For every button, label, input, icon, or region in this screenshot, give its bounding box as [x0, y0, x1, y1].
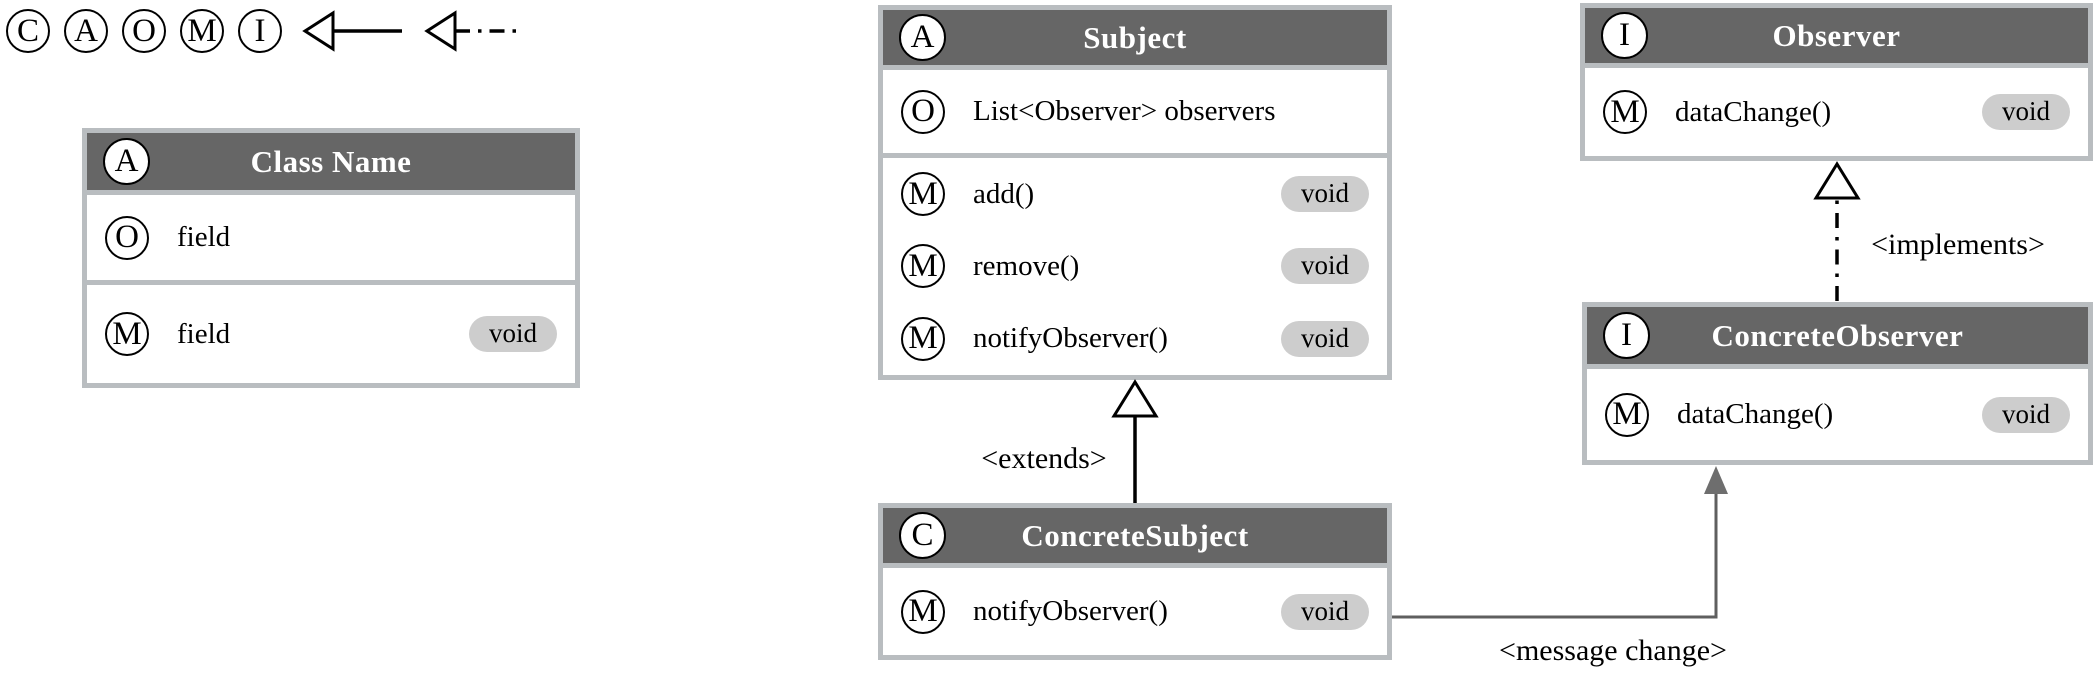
methods-section: M dataChange() void — [1587, 369, 2088, 460]
class-title: ConcreteObserver — [1711, 317, 1964, 353]
extends-label: <extends> — [981, 442, 1107, 475]
methods-section: M field void — [87, 285, 575, 383]
method-name: notifyObserver() — [973, 322, 1168, 355]
method-row: M dataChange() void — [1587, 369, 2088, 460]
return-type-badge: void — [1981, 396, 2070, 433]
fields-section: O List<Observer> observers — [883, 70, 1387, 153]
fields-section: O field — [87, 195, 575, 280]
method-marker-icon: M — [901, 172, 945, 217]
class-marker-icon: C — [899, 512, 946, 559]
abstract-marker-icon: A — [64, 9, 108, 53]
method-row: M dataChange() void — [1585, 68, 2088, 156]
method-row: M field void — [87, 285, 575, 383]
implements-arrow-icon — [424, 10, 521, 52]
method-marker-icon: M — [105, 312, 149, 356]
message-change-label: <message change> — [1499, 634, 1727, 667]
implements-label: <implements> — [1871, 228, 2045, 261]
return-type-badge: void — [1280, 176, 1369, 213]
method-marker-icon: M — [1605, 392, 1649, 437]
object-field-marker-icon: O — [122, 9, 166, 53]
return-type-badge: void — [1981, 94, 2070, 130]
legend: C A O M I — [6, 8, 524, 54]
method-row: M add() void — [883, 158, 1387, 230]
object-field-marker-icon: O — [901, 89, 945, 134]
class-marker-icon: C — [6, 9, 50, 53]
method-row: M remove() void — [883, 230, 1387, 302]
field-name: List<Observer> observers — [973, 95, 1276, 127]
class-header: Subject A — [883, 10, 1387, 65]
method-marker-icon: M — [1603, 90, 1647, 134]
method-marker-icon: M — [901, 244, 945, 289]
class-box-subject: Subject A O List<Observer> observers M a… — [878, 5, 1392, 380]
class-header: ConcreteSubject C — [883, 508, 1387, 563]
class-header: Observer I — [1585, 8, 2088, 63]
field-name: field — [177, 221, 231, 253]
method-name: notifyObserver() — [973, 595, 1168, 627]
methods-section: M notifyObserver() void — [883, 568, 1387, 655]
return-type-badge: void — [1280, 248, 1369, 285]
object-field-marker-icon: O — [105, 215, 149, 260]
method-row: M notifyObserver() void — [883, 568, 1387, 655]
method-marker-icon: M — [180, 9, 224, 53]
interface-marker-icon: I — [238, 9, 282, 53]
return-type-badge: void — [1280, 320, 1369, 357]
methods-section: M add() void M remove() void M notifyObs… — [883, 158, 1387, 375]
method-name: dataChange() — [1675, 95, 1832, 128]
class-title: Class Name — [250, 143, 412, 179]
class-box-template: Class Name A O field M field void — [82, 128, 580, 388]
method-name: field — [177, 317, 231, 350]
method-marker-icon: M — [901, 316, 945, 361]
return-type-badge: void — [1280, 593, 1369, 630]
interface-marker-icon: I — [1603, 312, 1650, 359]
methods-section: M dataChange() void — [1585, 68, 2088, 156]
extends-arrow-icon — [302, 10, 402, 52]
class-title: Subject — [1083, 19, 1187, 55]
class-header: ConcreteObserver I — [1587, 307, 2088, 364]
method-name: remove() — [973, 249, 1080, 282]
message-change-connector — [1392, 466, 1728, 619]
abstract-marker-icon: A — [899, 14, 946, 61]
class-title: ConcreteSubject — [1021, 517, 1249, 553]
class-header: Class Name A — [87, 133, 575, 190]
return-type-badge: void — [468, 316, 557, 352]
interface-marker-icon: I — [1601, 12, 1648, 59]
method-marker-icon: M — [901, 589, 945, 634]
class-box-observer: Observer I M dataChange() void — [1580, 3, 2093, 161]
class-box-concrete-observer: ConcreteObserver I M dataChange() void — [1582, 302, 2093, 465]
method-row: M notifyObserver() void — [883, 303, 1387, 375]
class-title: Observer — [1772, 17, 1901, 53]
abstract-marker-icon: A — [103, 138, 150, 185]
class-box-concrete-subject: ConcreteSubject C M notifyObserver() voi… — [878, 503, 1392, 660]
field-row: O List<Observer> observers — [883, 70, 1387, 153]
method-name: dataChange() — [1677, 398, 1834, 430]
field-row: O field — [87, 195, 575, 280]
method-name: add() — [973, 177, 1035, 210]
implements-connector — [1813, 161, 1861, 301]
